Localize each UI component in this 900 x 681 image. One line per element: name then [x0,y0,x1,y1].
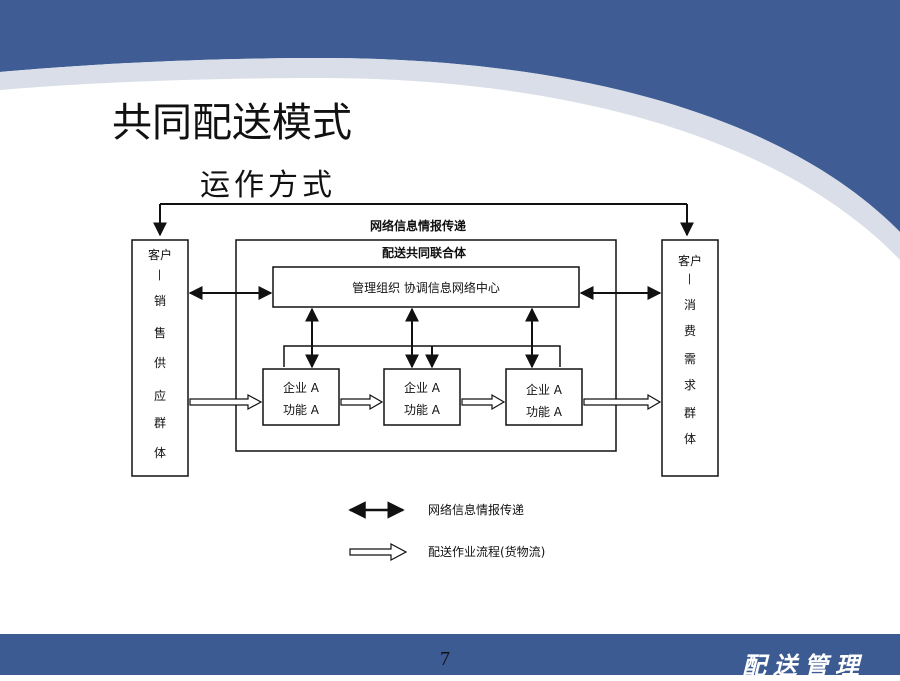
right-customer-box [661,239,719,477]
right-customer-char: 求 [684,378,696,392]
footer-label: 配送管理 [742,651,866,680]
flow-arrow [583,393,662,411]
left-customer-char: 销 [154,294,166,308]
top-info-label: 网络信息情报传递 [370,218,466,233]
left-customer-char: 群 [154,416,166,430]
header-band [0,0,900,232]
enterprise-line1: 企业 A [526,382,563,397]
flow-arrow [461,393,506,411]
legend-label: 网络信息情报传递 [428,502,524,517]
right-customer-char: 群 [684,406,696,420]
left-customer-char: 应 [154,388,166,403]
left-customer-char: 供 [154,356,166,370]
enterprise-box [383,368,461,426]
enterprise-box [505,368,583,426]
page-number: 7 [440,648,450,670]
right-customer-char: 消 [684,298,696,312]
flow-arrow [189,393,263,411]
legend-hollow-arrow-icon [349,543,408,561]
slide-subtitle: 运作方式 [200,168,336,203]
right-customer-char: 体 [684,432,696,446]
enterprise-box [262,368,340,426]
right-customer-char: 需 [684,352,696,366]
legend-label: 配送作业流程(货物流) [428,544,545,559]
enterprise-line2: 功能 A [404,403,441,417]
enterprise-line1: 企业 A [283,380,320,395]
union-label: 配送共同联合体 [382,245,467,260]
left-customer-box [131,239,189,477]
flow-arrow [340,393,384,411]
enterprise-line2: 功能 A [283,403,320,417]
left-customer-char: 体 [154,446,166,460]
center-box [272,266,580,308]
slide-title: 共同配送模式 [112,100,352,146]
left-customer-dash: — [153,269,167,281]
enterprise-line2: 功能 A [526,405,563,419]
enterprise-line1: 企业 A [404,380,441,395]
footer-band [0,634,900,675]
left-customer-title: 客户 [148,247,172,262]
header-light-sweep [0,58,900,260]
union-container [235,239,617,452]
center-label: 管理组织 协调信息网络中心 [352,280,500,295]
joint-distribution-diagram: 网络信息情报传递 客户 — 销 售 供 应 群 体 客户 — 消 费 需 求 群… [131,203,719,561]
right-customer-dash: — [683,273,697,285]
right-customer-char: 费 [684,324,696,338]
right-customer-title: 客户 [678,253,702,268]
enterprise-connector [283,345,561,367]
left-customer-char: 售 [154,325,166,340]
